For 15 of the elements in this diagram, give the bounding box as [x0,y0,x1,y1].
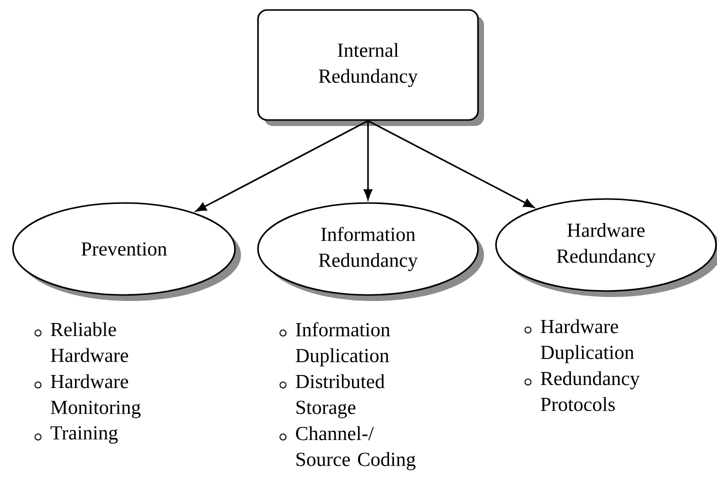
ellipse-node: Information Redundancy [257,202,484,301]
arrow [364,120,372,200]
bullet-item: Hardware Duplication [524,319,634,364]
bullet-item: Hardware Monitoring [34,374,141,418]
bullet-item: Training [34,426,118,444]
process-box: Internal Redundancy [257,9,484,126]
arrow [368,120,534,208]
arrow [196,120,368,212]
ellipse-node: Hardware Redundancy [495,198,717,297]
ellipse-node: Prevention [12,202,241,301]
bullet-item: Information Duplication [280,322,390,366]
bullet-item: Distributed Storage [280,374,385,418]
bullet-item: Reliable Hardware [34,322,128,362]
bullet-item: Channel-/ Source Coding [280,426,416,470]
bullet-item: Redundancy Protocols [524,371,640,412]
